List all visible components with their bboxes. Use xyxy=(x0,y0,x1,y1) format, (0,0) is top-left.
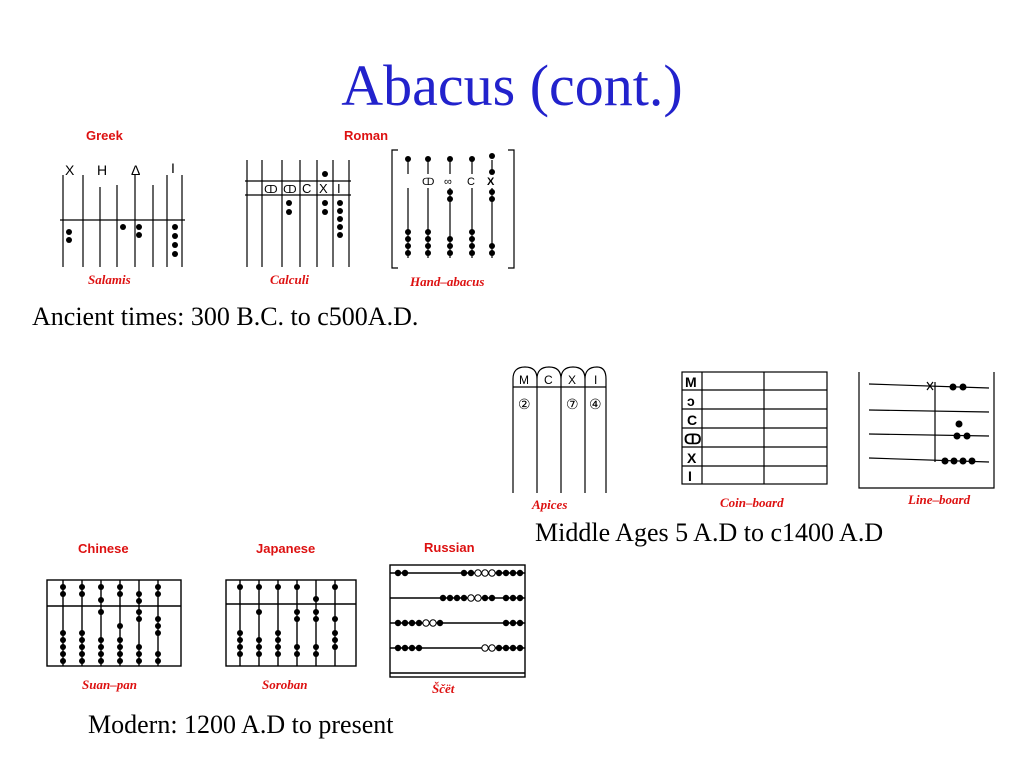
hand-abacus-symbol-2: ∞ xyxy=(444,176,452,188)
caption-ancient: Ancient times: 300 B.C. to c500A.D. xyxy=(32,302,419,331)
coin-board-symbol-1: M xyxy=(685,374,697,390)
slide-title: Abacus (cont.) xyxy=(341,53,683,118)
label-roman: Roman xyxy=(344,128,389,143)
suan-pan-figure xyxy=(46,579,182,667)
hand-abacus-label: Hand–abacus xyxy=(410,274,485,289)
apices-letter-m: M xyxy=(519,373,529,387)
soroban-figure xyxy=(225,579,357,667)
line-board-label: Line–board xyxy=(908,492,971,507)
calculi-symbol-c: C xyxy=(302,181,311,196)
caption-middle: Middle Ages 5 A.D to c1400 A.D xyxy=(535,518,884,547)
salamis-symbol-x: X xyxy=(65,162,75,178)
label-japanese: Japanese xyxy=(256,541,316,556)
schet-label: Ščët xyxy=(432,681,455,696)
calculi-symbol-i: I xyxy=(337,181,341,196)
apices-letter-x: X xyxy=(568,373,576,387)
calculi-symbol-2: ↀ xyxy=(283,184,297,196)
caption-modern: Modern: 1200 A.D to present xyxy=(88,710,394,739)
apices-digit-2: ② xyxy=(518,396,531,412)
coin-board-figure: M ↄ C ↀ X I xyxy=(681,371,828,485)
coin-board-symbol-4: ↀ xyxy=(684,431,701,447)
coin-board-symbol-3: C xyxy=(687,412,697,428)
salamis-symbol-i: I xyxy=(171,160,175,176)
salamis-figure: X H Δ I xyxy=(60,160,185,267)
coin-board-symbol-6: I xyxy=(688,468,692,484)
label-russian: Russian xyxy=(424,540,475,555)
salamis-symbol-delta: Δ xyxy=(131,162,140,178)
apices-digit-7: ⑦ xyxy=(566,396,579,412)
salamis-label: Salamis xyxy=(88,272,131,287)
line-board-figure xyxy=(858,372,995,489)
apices-label: Apices xyxy=(532,497,568,512)
suan-pan-label: Suan–pan xyxy=(82,677,137,692)
hand-abacus-figure: ↀ ∞ C X xyxy=(391,149,515,269)
apices-letter-c: C xyxy=(544,373,553,387)
calculi-figure: ↀ ↀ C X I xyxy=(245,160,351,267)
hand-abacus-symbol-1: ↀ xyxy=(422,177,434,188)
coin-board-symbol-5: X xyxy=(687,450,697,466)
salamis-symbol-h: H xyxy=(97,162,107,178)
calculi-symbol-1: ↀ xyxy=(264,184,278,196)
label-chinese: Chinese xyxy=(78,541,129,556)
calculi-label: Calculi xyxy=(270,272,310,287)
apices-figure: M C X I ② ⑦ ④ xyxy=(512,366,607,493)
hand-abacus-symbol-c: C xyxy=(467,176,475,188)
label-greek: Greek xyxy=(86,128,123,143)
calculi-symbol-x: X xyxy=(319,181,328,196)
soroban-label: Soroban xyxy=(262,677,308,692)
schet-figure xyxy=(389,564,526,678)
coin-board-label: Coin–board xyxy=(720,495,784,510)
apices-digit-4: ④ xyxy=(589,396,602,412)
apices-letter-i: I xyxy=(594,373,597,387)
coin-board-symbol-2: ↄ xyxy=(687,393,695,409)
hand-abacus-symbol-x: X xyxy=(487,176,495,188)
